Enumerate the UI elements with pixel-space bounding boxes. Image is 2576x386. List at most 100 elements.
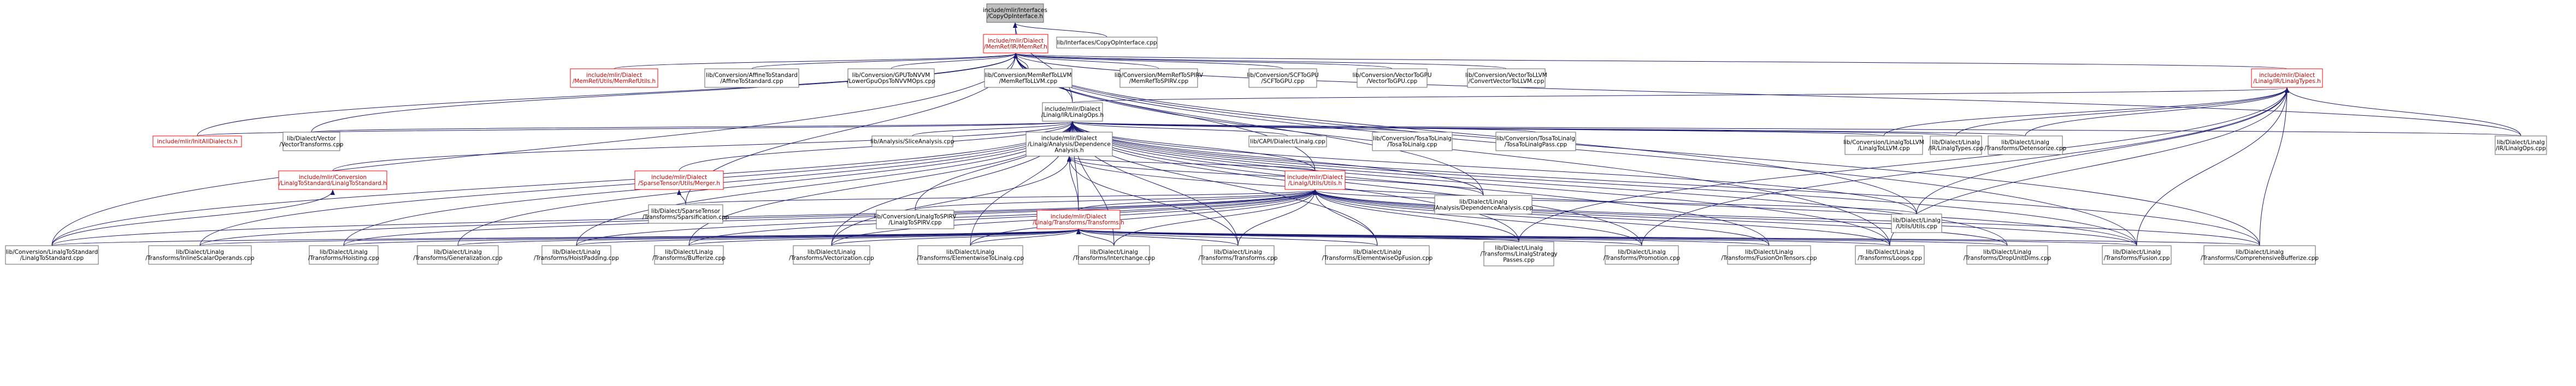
node-box[interactable] <box>2251 68 2323 88</box>
node-box[interactable] <box>1727 245 1811 265</box>
node-box[interactable] <box>282 132 340 151</box>
node-box[interactable] <box>1078 245 1150 265</box>
node-elementwisefusion[interactable]: lib/Dialect/Linalg/Transforms/Elementwis… <box>1322 245 1433 265</box>
node-box[interactable] <box>1855 245 1925 265</box>
node-box[interactable] <box>871 135 953 147</box>
node-box[interactable] <box>793 245 870 265</box>
node-linalgtransforms[interactable]: include/mlir/Dialect/Linalg/Transforms/T… <box>1033 210 1124 229</box>
node-elementwisetolinalg[interactable]: lib/Dialect/Linalg/Transforms/Elementwis… <box>917 245 1024 265</box>
node-root[interactable]: include/mlir/Interfaces/CopyOpInterface.… <box>983 3 1047 23</box>
node-box[interactable] <box>148 245 252 265</box>
node-box[interactable] <box>1284 170 1346 190</box>
node-memreftospirv[interactable]: lib/Conversion/MemRefToSPIRV/MemRefToSPI… <box>1115 68 1204 88</box>
node-box[interactable] <box>1325 245 1430 265</box>
node-box[interactable] <box>1930 135 1982 155</box>
node-gputonvvm[interactable]: lib/Conversion/GPUToNVVM/LowerGpuOpsToNV… <box>847 68 935 88</box>
node-box[interactable] <box>278 170 387 190</box>
node-loops[interactable]: lib/Dialect/Linalg/Transforms/Loops.cpp <box>1855 245 1925 265</box>
node-box[interactable] <box>1372 132 1453 151</box>
node-vectortogpu[interactable]: lib/Conversion/VectorToGPU/VectorToGPU.c… <box>1352 68 1432 88</box>
node-memref[interactable]: include/mlir/Dialect/MemRef/IR/MemRef.h <box>983 34 1048 54</box>
node-tosatolinalg[interactable]: lib/Conversion/TosaToLinalg/TosaToLinalg… <box>1372 132 1453 151</box>
node-box[interactable] <box>704 68 799 88</box>
node-linalgtostdh[interactable]: include/mlir/Conversion/LinalgToStandard… <box>278 170 387 190</box>
node-linalgtospirv[interactable]: lib/Conversion/LinalgToSPIRV/LinalgToSPI… <box>874 210 957 229</box>
node-linalgtostdcpp[interactable]: lib/Conversion/LinalgToStandard/LinalgTo… <box>5 245 99 265</box>
node-linalgops[interactable]: include/mlir/Dialect/Linalg/IR/LinalgOps… <box>1041 102 1104 122</box>
node-generalization[interactable]: lib/Dialect/Linalg/Transforms/Generaliza… <box>413 245 503 265</box>
node-box[interactable] <box>1434 195 1532 215</box>
node-linalgutils[interactable]: include/mlir/Dialect/Linalg/Utils/Utils.… <box>1284 170 1346 190</box>
node-fusion[interactable]: lib/Dialect/Linalg/Transforms/Fusion.cpp <box>2102 245 2172 265</box>
node-linalgtypes[interactable]: include/mlir/Dialect/Linalg/IR/LinalgTyp… <box>2251 68 2323 88</box>
node-detensorize[interactable]: lib/Dialect/Linalg/Transforms/Detensoriz… <box>1984 135 2066 155</box>
node-box[interactable] <box>986 3 1044 23</box>
node-linalgopscpp[interactable]: lib/Dialect/Linalg/IR/LinalgOps.cpp <box>2495 135 2547 155</box>
node-inlinescalar[interactable]: lib/Dialect/Linalg/Transforms/InlineScal… <box>145 245 255 265</box>
node-memreftollvm[interactable]: lib/Conversion/MemRefToLLVM/MemRefToLLVM… <box>984 68 1072 88</box>
node-box[interactable] <box>1119 68 1198 88</box>
node-box[interactable] <box>983 34 1048 54</box>
node-box[interactable] <box>541 245 611 265</box>
node-box[interactable] <box>1483 241 1554 266</box>
node-box[interactable] <box>570 68 658 88</box>
node-box[interactable] <box>984 68 1072 88</box>
node-bufferize[interactable]: lib/Dialect/Linalg/Transforms/Bufferize.… <box>652 245 726 265</box>
node-box[interactable] <box>654 245 724 265</box>
node-memrefutils[interactable]: include/mlir/Dialect/MemRef/Utils/MemRef… <box>570 68 658 88</box>
node-box[interactable] <box>917 245 1023 265</box>
node-sparsemerger[interactable]: include/mlir/Dialect/SparseTensor/Utils/… <box>634 170 724 190</box>
node-depanalysiscpp[interactable]: lib/Dialect/Linalg/Analysis/DependenceAn… <box>1434 195 1534 215</box>
node-box[interactable] <box>1357 68 1428 88</box>
node-alldialects[interactable]: include/mlir/InitAllDialects.h <box>152 135 242 147</box>
node-linalgstrategy[interactable]: lib/Dialect/Linalg/Transforms/LinalgStra… <box>1480 241 1558 266</box>
node-vectortollvm[interactable]: lib/Conversion/VectorToLLVM/ConvertVecto… <box>1465 68 1547 88</box>
node-transformscpp[interactable]: lib/Dialect/Linalg/Transforms/Transforms… <box>1199 245 1278 265</box>
node-box[interactable] <box>1966 245 2048 265</box>
node-promotion[interactable]: lib/Dialect/Linalg/Transforms/Promotion.… <box>1604 245 1681 265</box>
node-utilscpp[interactable]: lib/Dialect/Linalg/Utils/Utils.cpp <box>1891 213 1942 233</box>
node-box[interactable] <box>1988 135 2063 155</box>
node-affinetostd[interactable]: lib/Conversion/AffineToStandard/AffineTo… <box>704 68 799 88</box>
node-box[interactable] <box>1605 245 1679 265</box>
node-capilinalg[interactable]: lib/CAPI/Dialect/Linalg.cpp <box>1248 135 1327 147</box>
node-slicinganalysis[interactable]: lib/Analysis/SliceAnalysis.cpp <box>870 135 954 147</box>
node-box[interactable] <box>152 135 242 147</box>
node-box[interactable] <box>634 170 724 190</box>
node-hoisting[interactable]: lib/Dialect/Linalg/Transforms/Hoisting.c… <box>308 245 380 265</box>
node-depanalysis[interactable]: include/mlir/Dialect/Linalg/Analysis/Dep… <box>1025 132 1113 157</box>
node-box[interactable] <box>1248 68 1317 88</box>
node-box[interactable] <box>309 245 379 265</box>
node-box[interactable] <box>1844 135 1923 155</box>
node-box[interactable] <box>1248 135 1327 147</box>
node-box[interactable] <box>1891 213 1942 233</box>
node-box[interactable] <box>1042 102 1103 122</box>
node-box[interactable] <box>876 210 954 229</box>
node-linalgtypescpp[interactable]: lib/Dialect/Linalg/IR/LinalgTypes.cpp <box>1929 135 1984 155</box>
node-hoistpadding[interactable]: lib/Dialect/Linalg/Transforms/HoistPaddi… <box>534 245 619 265</box>
node-box[interactable] <box>648 204 723 224</box>
node-box[interactable] <box>1495 132 1576 151</box>
node-box[interactable] <box>5 245 99 265</box>
node-box[interactable] <box>2203 245 2316 265</box>
node-fusionontensors[interactable]: lib/Dialect/Linalg/Transforms/FusionOnTe… <box>1721 245 1817 265</box>
node-copyopcpp[interactable]: lib/Interfaces/CopyOpInterface.cpp <box>1056 37 1158 49</box>
node-box[interactable] <box>417 245 499 265</box>
node-box[interactable] <box>1201 245 1275 265</box>
node-vectortransforms[interactable]: lib/Dialect/Vector/VectorTransforms.cpp <box>279 132 344 151</box>
node-linalgtollvm[interactable]: lib/Conversion/LinalgToLLVM/LinalgToLLVM… <box>1843 135 1924 155</box>
node-dropunitdims[interactable]: lib/Dialect/Linalg/Transforms/DropUnitDi… <box>1964 245 2052 265</box>
node-vectorization[interactable]: lib/Dialect/Linalg/Transforms/Vectorizat… <box>789 245 874 265</box>
node-box[interactable] <box>847 68 935 88</box>
node-box[interactable] <box>1467 68 1546 88</box>
node-box[interactable] <box>1025 132 1113 157</box>
node-comprehensivebufferize[interactable]: lib/Dialect/Linalg/Transforms/Comprehens… <box>2201 245 2319 265</box>
node-tosatolinalgpass[interactable]: lib/Conversion/TosaToLinalg/TosaToLinalg… <box>1495 132 1576 151</box>
node-box[interactable] <box>1056 37 1158 49</box>
node-scftogpu[interactable]: lib/Conversion/SCFToGPU/SCFToGPU.cpp <box>1247 68 1319 88</box>
node-sparsification[interactable]: lib/Dialect/SparseTensor/Transforms/Spar… <box>642 204 729 224</box>
node-box[interactable] <box>1036 210 1121 229</box>
node-box[interactable] <box>2495 135 2547 155</box>
node-box[interactable] <box>2102 245 2172 265</box>
node-interchange[interactable]: lib/Dialect/Linalg/Transforms/Interchang… <box>1073 245 1156 265</box>
